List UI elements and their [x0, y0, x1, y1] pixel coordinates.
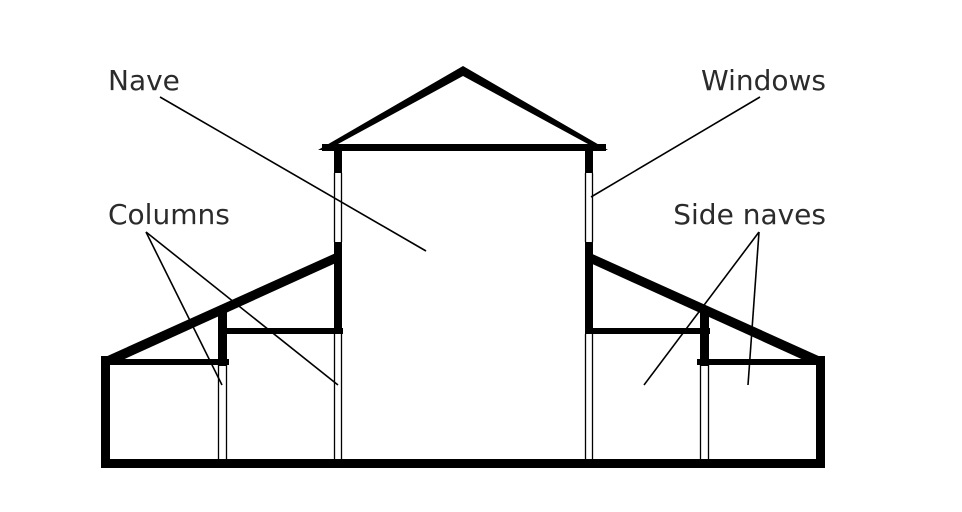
nave-roof-inner	[338, 76, 588, 144]
columns-leader-line-1	[145, 231, 223, 386]
left-pier	[218, 310, 227, 366]
right-outer-column	[699, 365, 710, 460]
left-window	[333, 173, 343, 242]
left-lower-ceiling	[103, 359, 229, 365]
side-naves-label: Side naves	[673, 198, 826, 231]
left-aisle-roof	[103, 252, 338, 362]
side-naves-leader-line-2	[747, 231, 760, 386]
left-inner-column	[333, 334, 343, 460]
left-middle-ceiling	[218, 328, 343, 334]
nave-ceiling	[322, 144, 606, 151]
right-window	[584, 173, 594, 242]
columns-leader-line-2	[145, 231, 339, 386]
floor	[101, 459, 825, 468]
thin-elements	[217, 173, 710, 460]
left-outer-column	[217, 365, 228, 460]
nave-leader-line	[159, 96, 427, 252]
left-clerestory-wall-lower	[334, 242, 342, 334]
nave-label: Nave	[108, 64, 180, 97]
left-clerestory-wall-upper	[334, 146, 342, 173]
right-clerestory-wall-lower	[585, 242, 593, 334]
windows-label: Windows	[701, 64, 826, 97]
right-clerestory-wall-upper	[585, 146, 593, 173]
side-naves-leader-line-1	[643, 231, 760, 386]
right-middle-ceiling	[585, 328, 710, 334]
building-structure	[101, 66, 825, 468]
right-inner-column	[584, 334, 594, 460]
leader-lines	[145, 96, 761, 386]
windows-leader-line	[590, 96, 761, 198]
right-pier	[700, 310, 709, 366]
left-outer-wall	[101, 356, 110, 468]
columns-label: Columns	[108, 198, 230, 231]
right-outer-wall	[816, 356, 825, 468]
right-aisle-roof	[588, 252, 823, 362]
right-lower-ceiling	[697, 359, 823, 365]
